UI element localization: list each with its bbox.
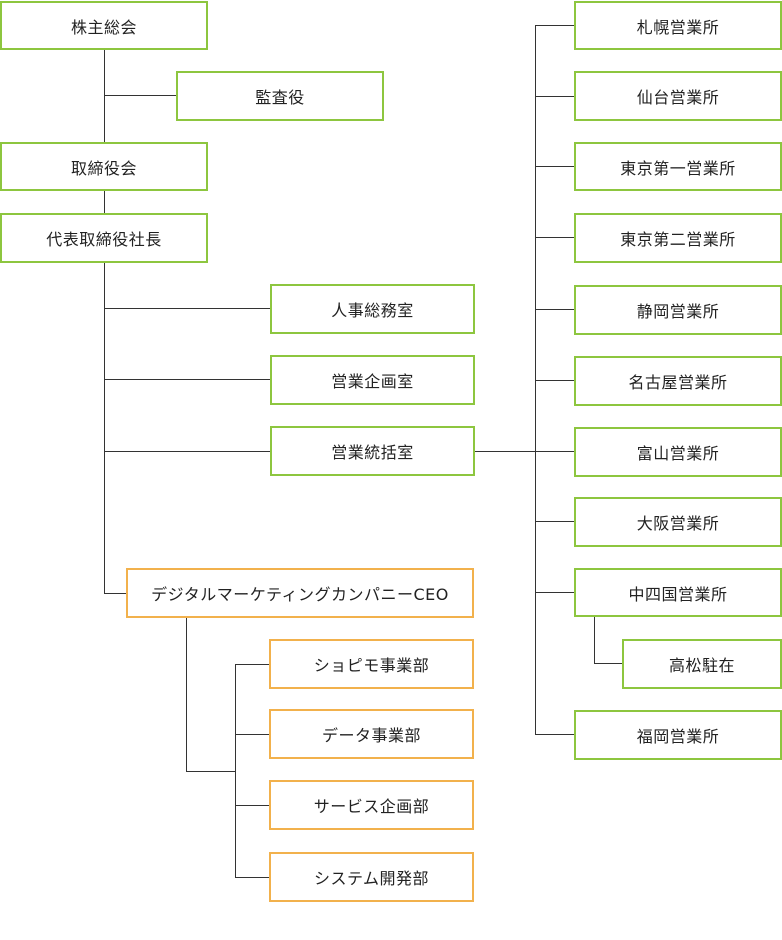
president-box[interactable]: 代表取締役社長 bbox=[0, 213, 208, 263]
service-planning-box[interactable]: サービス企画部 bbox=[269, 780, 474, 830]
hr-office-box[interactable]: 人事総務室 bbox=[270, 284, 475, 334]
tokyo2-office-box[interactable]: 東京第二営業所 bbox=[574, 213, 782, 263]
sendai-office-label: 仙台営業所 bbox=[636, 88, 720, 107]
tokyo1-office-box[interactable]: 東京第一営業所 bbox=[574, 142, 782, 191]
board-of-directors-box[interactable]: 取締役会 bbox=[0, 142, 208, 191]
shopimo-dept-label: ショピモ事業部 bbox=[313, 656, 430, 675]
chushikoku-office-label: 中四国営業所 bbox=[628, 584, 728, 604]
tokyo2-office-label: 東京第二営業所 bbox=[620, 230, 736, 249]
takamatsu-box[interactable]: 高松駐在 bbox=[622, 639, 782, 689]
sales-planning-box[interactable]: 営業企画室 bbox=[270, 355, 475, 405]
sendai-office-box[interactable]: 仙台営業所 bbox=[574, 71, 782, 121]
sapporo-office-label: 札幌営業所 bbox=[636, 17, 720, 37]
digital-ceo-box[interactable]: デジタルマーケティングカンパニーCEO bbox=[126, 568, 474, 618]
shopimo-dept-box[interactable]: ショピモ事業部 bbox=[269, 639, 474, 689]
sales-control-box[interactable]: 営業統括室 bbox=[270, 426, 475, 476]
shizuoka-office-box[interactable]: 静岡営業所 bbox=[574, 285, 782, 335]
fukuoka-office-box[interactable]: 福岡営業所 bbox=[574, 710, 782, 760]
data-dept-box[interactable]: データ事業部 bbox=[269, 709, 474, 759]
sales-control-label: 営業統括室 bbox=[331, 443, 414, 462]
nagoya-office-box[interactable]: 名古屋営業所 bbox=[574, 356, 782, 406]
toyama-office-box[interactable]: 富山営業所 bbox=[574, 427, 782, 477]
system-dev-box[interactable]: システム開発部 bbox=[269, 852, 474, 902]
takamatsu-label: 高松駐在 bbox=[668, 656, 735, 675]
toyama-office-label: 富山営業所 bbox=[636, 444, 720, 463]
board-of-directors-label: 取締役会 bbox=[70, 158, 137, 178]
system-dev-label: システム開発部 bbox=[313, 869, 430, 888]
auditor-box[interactable]: 監査役 bbox=[176, 71, 384, 121]
sales-planning-label: 営業企画室 bbox=[331, 372, 414, 391]
shareholders-meeting-label: 株主総会 bbox=[70, 17, 137, 37]
data-dept-label: データ事業部 bbox=[321, 726, 421, 745]
tokyo1-office-label: 東京第一営業所 bbox=[620, 158, 736, 178]
chushikoku-office-box[interactable]: 中四国営業所 bbox=[574, 568, 782, 617]
digital-ceo-label: デジタルマーケティングカンパニーCEO bbox=[151, 585, 449, 604]
nagoya-office-label: 名古屋営業所 bbox=[628, 373, 728, 392]
osaka-office-box[interactable]: 大阪営業所 bbox=[574, 497, 782, 547]
auditor-label: 監査役 bbox=[255, 88, 305, 107]
osaka-office-label: 大阪営業所 bbox=[636, 514, 720, 533]
shizuoka-office-label: 静岡営業所 bbox=[636, 302, 720, 321]
shareholders-meeting-box[interactable]: 株主総会 bbox=[0, 1, 208, 50]
president-label: 代表取締役社長 bbox=[46, 230, 162, 249]
sapporo-office-box[interactable]: 札幌営業所 bbox=[574, 1, 782, 50]
fukuoka-office-label: 福岡営業所 bbox=[636, 727, 720, 746]
hr-office-label: 人事総務室 bbox=[331, 301, 414, 320]
service-planning-label: サービス企画部 bbox=[313, 797, 430, 816]
